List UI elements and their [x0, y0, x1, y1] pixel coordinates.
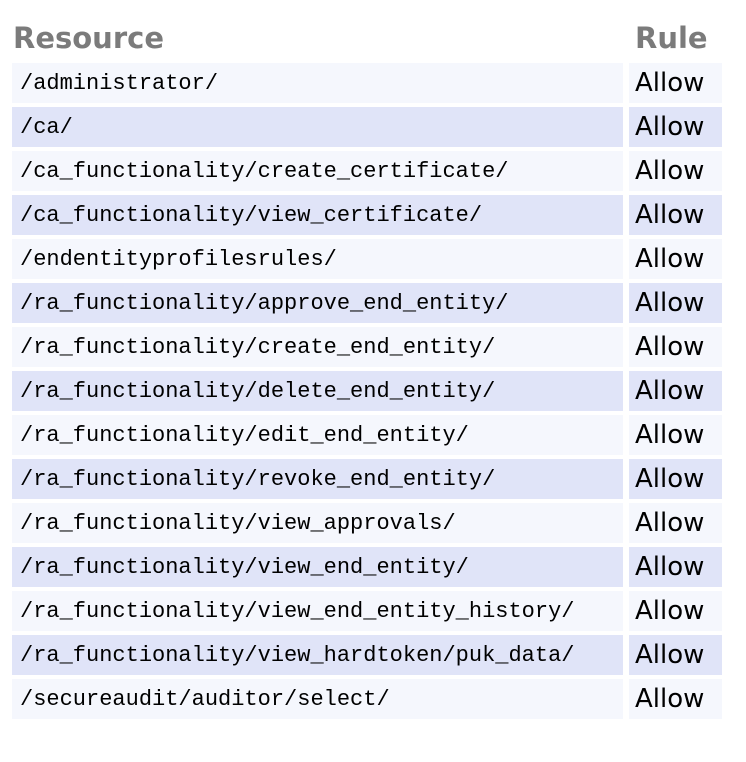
resource-cell: /ra_functionality/delete_end_entity/	[12, 371, 623, 411]
resource-cell: /ra_functionality/view_end_entity_histor…	[12, 591, 623, 631]
table-row: /ra_functionality/view_end_entity_histor…	[12, 591, 722, 631]
access-rules-table: Resource Rule /administrator/ Allow /ca/…	[12, 22, 722, 719]
resource-cell: /ra_functionality/revoke_end_entity/	[12, 459, 623, 499]
table-row: /ra_functionality/approve_end_entity/ Al…	[12, 283, 722, 323]
table-row: /ra_functionality/create_end_entity/ All…	[12, 327, 722, 367]
rule-cell: Allow	[629, 547, 722, 587]
table-row: /secureaudit/auditor/select/ Allow	[12, 679, 722, 719]
table-row: /ca/ Allow	[12, 107, 722, 147]
rule-cell: Allow	[629, 635, 722, 675]
resource-cell: /ra_functionality/create_end_entity/	[12, 327, 623, 367]
resource-cell: /ca_functionality/view_certificate/	[12, 195, 623, 235]
table-row: /ra_functionality/view_end_entity/ Allow	[12, 547, 722, 587]
rule-cell: Allow	[629, 151, 722, 191]
rule-cell: Allow	[629, 371, 722, 411]
column-header-resource: Resource	[13, 21, 164, 55]
rule-cell: Allow	[629, 63, 722, 103]
table-row: /ra_functionality/view_approvals/ Allow	[12, 503, 722, 543]
table-row: /ca_functionality/view_certificate/ Allo…	[12, 195, 722, 235]
table-row: /endentityprofilesrules/ Allow	[12, 239, 722, 279]
column-header-rule: Rule	[635, 21, 708, 55]
resource-cell: /ra_functionality/view_approvals/	[12, 503, 623, 543]
table-body: /administrator/ Allow /ca/ Allow /ca_fun…	[12, 63, 722, 719]
rule-cell: Allow	[629, 459, 722, 499]
table-header-row: Resource Rule	[12, 22, 722, 55]
table-row: /ca_functionality/create_certificate/ Al…	[12, 151, 722, 191]
rule-cell: Allow	[629, 107, 722, 147]
table-row: /ra_functionality/delete_end_entity/ All…	[12, 371, 722, 411]
rule-cell: Allow	[629, 503, 722, 543]
resource-cell: /ra_functionality/approve_end_entity/	[12, 283, 623, 323]
rule-cell: Allow	[629, 327, 722, 367]
resource-cell: /ca/	[12, 107, 623, 147]
table-row: /administrator/ Allow	[12, 63, 722, 103]
rule-cell: Allow	[629, 415, 722, 455]
resource-cell: /ca_functionality/create_certificate/	[12, 151, 623, 191]
resource-cell: /endentityprofilesrules/	[12, 239, 623, 279]
rule-cell: Allow	[629, 239, 722, 279]
resource-cell: /secureaudit/auditor/select/	[12, 679, 623, 719]
resource-cell: /ra_functionality/edit_end_entity/	[12, 415, 623, 455]
resource-cell: /administrator/	[12, 63, 623, 103]
rule-cell: Allow	[629, 283, 722, 323]
rule-cell: Allow	[629, 195, 722, 235]
resource-cell: /ra_functionality/view_hardtoken/puk_dat…	[12, 635, 623, 675]
rule-cell: Allow	[629, 679, 722, 719]
table-row: /ra_functionality/view_hardtoken/puk_dat…	[12, 635, 722, 675]
resource-cell: /ra_functionality/view_end_entity/	[12, 547, 623, 587]
table-row: /ra_functionality/revoke_end_entity/ All…	[12, 459, 722, 499]
table-row: /ra_functionality/edit_end_entity/ Allow	[12, 415, 722, 455]
rule-cell: Allow	[629, 591, 722, 631]
